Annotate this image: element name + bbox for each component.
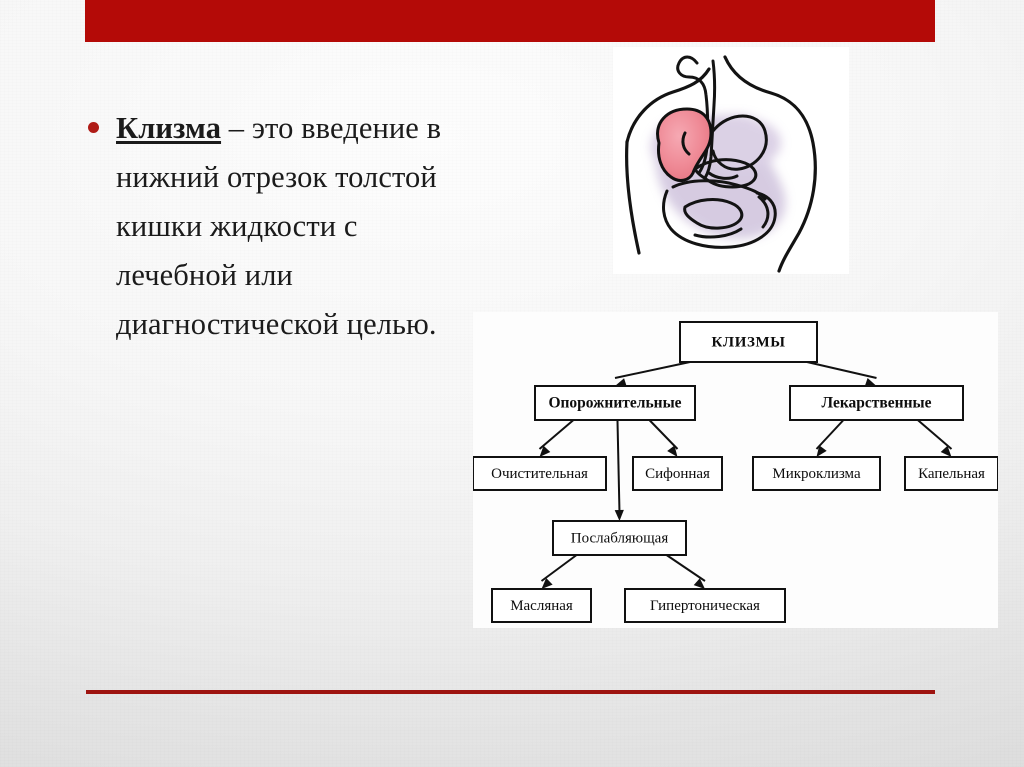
connector-arrowhead	[539, 445, 551, 457]
diagram-node-cleansing: Очистительная	[473, 456, 607, 491]
connector-arrowhead	[541, 578, 553, 589]
node-label: Гипертоническая	[650, 598, 760, 614]
diagram-connectors	[538, 361, 953, 589]
node-box	[552, 520, 687, 556]
term-label: Клизма	[116, 111, 222, 145]
stomach-inner-curve	[681, 131, 691, 156]
dash-separator: –	[221, 111, 252, 145]
diagram-node-hypertonic: Гипертоническая	[624, 588, 786, 623]
connector-arrowhead	[693, 578, 705, 589]
definition-text: это введение в нижний отрезок толстой ки…	[116, 111, 442, 341]
node-label: КЛИЗМЫ	[711, 334, 785, 350]
connector-arrowhead	[864, 378, 877, 387]
footer-accent-rule	[86, 690, 935, 694]
node-box	[534, 385, 696, 421]
node-box	[679, 321, 818, 363]
intestines	[662, 179, 777, 249]
diagram-node-medicinal: Лекарственные	[789, 385, 964, 421]
node-box	[632, 456, 723, 491]
diagram-node-root: КЛИЗМЫ	[679, 321, 818, 363]
bullet-marker-icon	[88, 122, 99, 133]
diagram-node-microenema: Микроклизма	[752, 456, 881, 491]
node-label: Лекарственные	[822, 395, 932, 412]
connector-arrowhead	[816, 445, 827, 457]
connector-arrowhead	[615, 378, 627, 388]
diagram-node-emptying: Опорожнительные	[534, 385, 696, 421]
node-label: Очистительная	[491, 466, 588, 482]
node-label: Опорожнительные	[548, 395, 681, 412]
diagram-node-drip: Капельная	[904, 456, 998, 491]
diagram-node-laxative: Послабляющая	[552, 520, 687, 556]
liver-outline	[693, 114, 768, 189]
connector-arrowhead	[667, 445, 678, 457]
connector-arrowhead	[614, 509, 624, 521]
node-label: Послабляющая	[571, 530, 669, 546]
connector-arrowhead	[940, 445, 952, 457]
node-box	[904, 456, 998, 491]
header-accent-bar	[85, 0, 935, 42]
node-label: Капельная	[918, 466, 985, 482]
node-label: Микроклизма	[772, 466, 861, 482]
bullet-list-item: Клизма – это введение в нижний отрезок т…	[88, 104, 458, 349]
node-box	[491, 588, 592, 623]
node-box	[789, 385, 964, 421]
node-box	[752, 456, 881, 491]
node-box	[624, 588, 786, 623]
node-label: Масляная	[510, 598, 573, 614]
definition-paragraph: Клизма – это введение в нижний отрезок т…	[116, 104, 458, 349]
node-label: Сифонная	[645, 466, 710, 482]
node-box	[473, 456, 607, 491]
diagram-node-oil: Масляная	[491, 588, 592, 623]
diagram-nodes: КЛИЗМЫ Опорожнительные ЛекарственныеОчисти…	[473, 321, 998, 623]
diagram-node-siphon: Сифонная	[632, 456, 723, 491]
digestive-system-illustration	[613, 47, 849, 274]
